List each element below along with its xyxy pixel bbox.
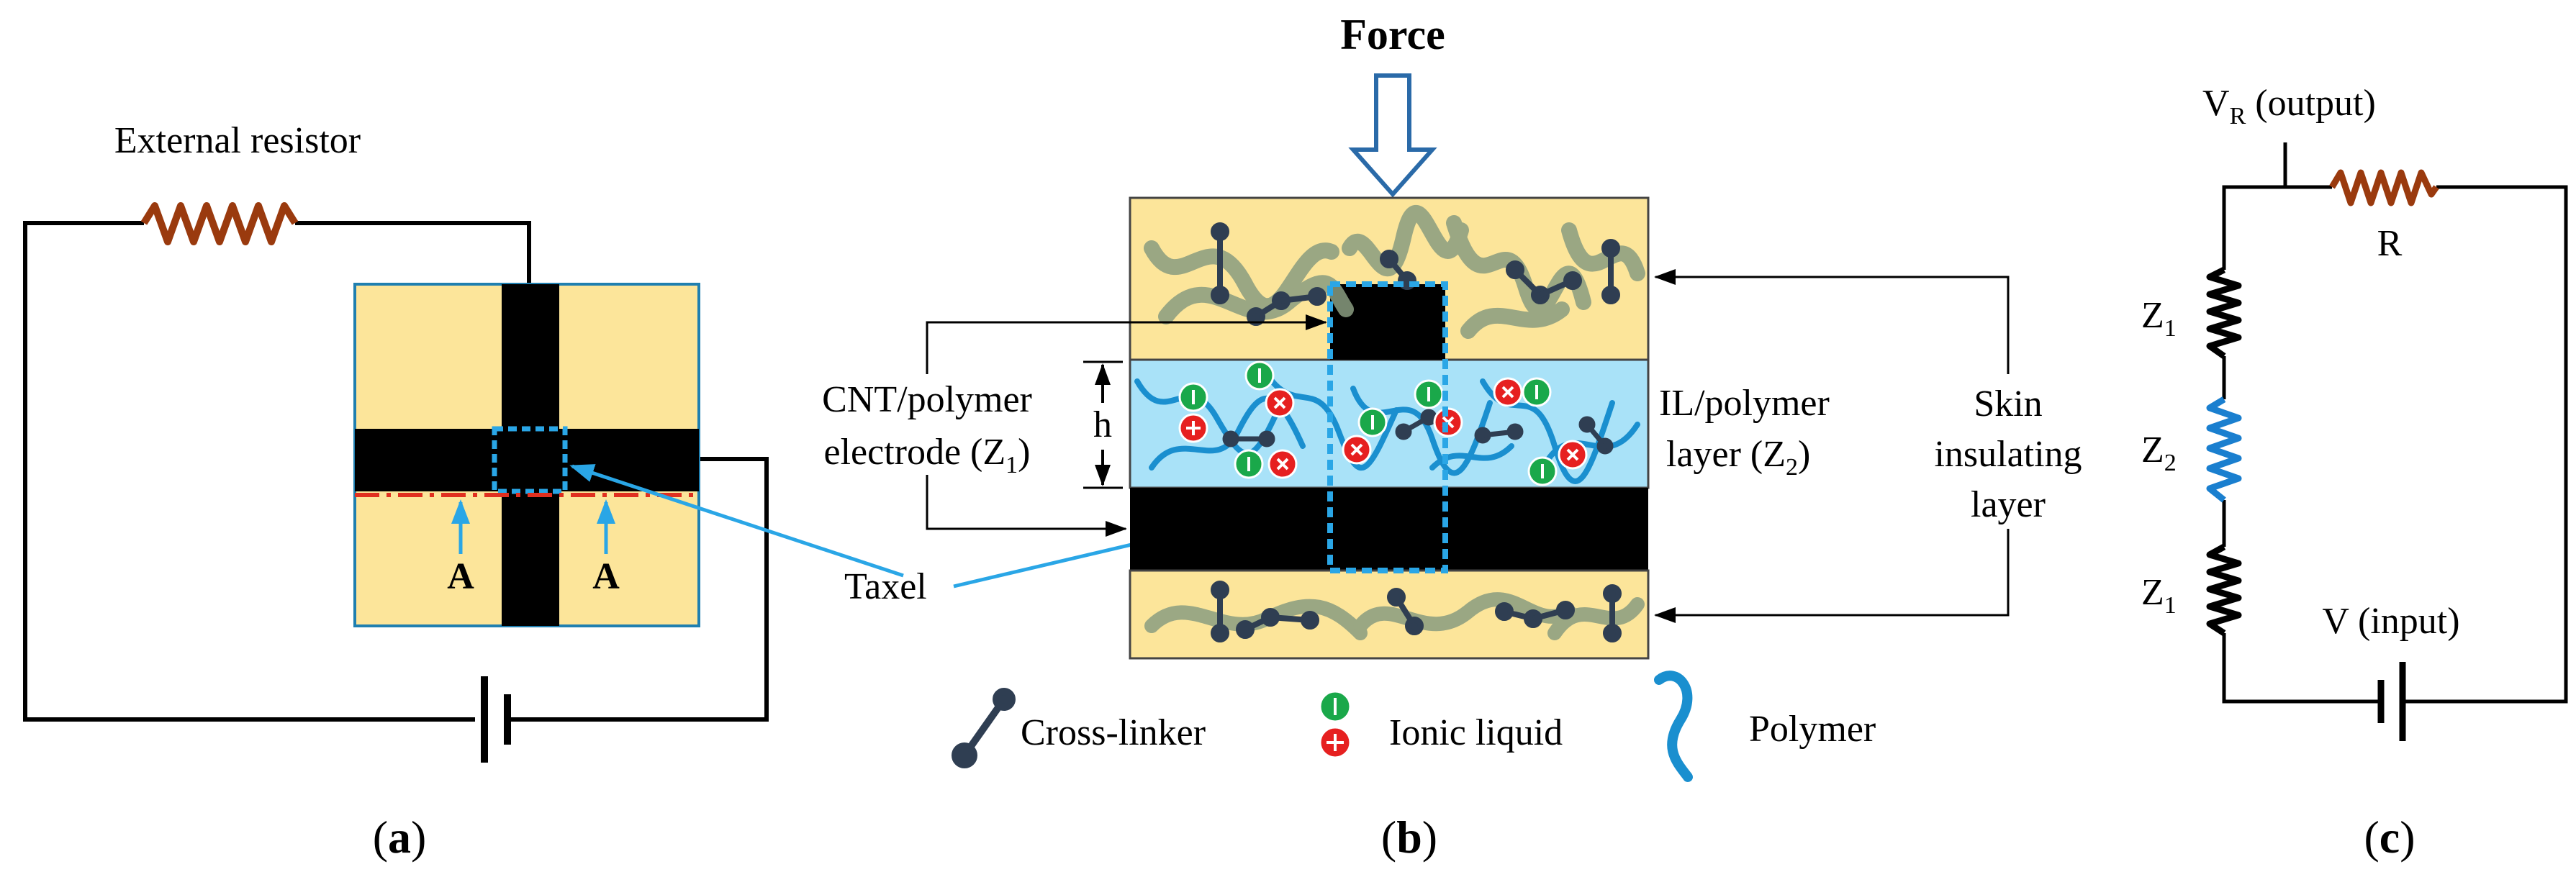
legend-polymer-label: Polymer (1749, 709, 1876, 750)
legend-crosslinker-icon (952, 688, 1016, 768)
external-resistor-label: External resistor (114, 120, 361, 161)
electrode-label-line1: CNT/polymer (822, 379, 1032, 420)
panel-c: VR (output) R Z1 Z2 Z1 V (input) (c) (2141, 83, 2568, 863)
panel-a-caption: (a) (373, 812, 427, 863)
z2-resistor (2206, 396, 2242, 503)
crosslinkers-bottom (1211, 581, 1622, 642)
skin-polymer-chains-top (1144, 205, 1645, 339)
electrode-label-line2: electrode (Z1) (824, 432, 1031, 478)
skin-label-line1: Skin (1974, 383, 2042, 424)
force-arrow (1348, 73, 1437, 198)
z1-bottom-label: Z1 (2141, 572, 2177, 619)
panel-b-caption: (b) (1381, 812, 1437, 863)
electrode-leader-top (926, 314, 1327, 374)
section-marker-left: A (447, 556, 474, 597)
force-label: Force (1340, 11, 1445, 58)
skin-leader-bottom (1654, 529, 2010, 623)
circuit-wire-a (23, 221, 475, 722)
legend-polymer-icon (1654, 671, 1693, 782)
skin-label-line2: insulating (1934, 434, 2082, 475)
z1-top-resistor (2206, 266, 2242, 359)
il-label-line1: IL/polymer (1659, 383, 1830, 424)
legend-crosslinker-label: Cross-linker (1021, 712, 1206, 753)
legend-ionic-icon (1319, 690, 1352, 759)
ions-positive-marks (1186, 386, 1579, 471)
il-crosslinkers (1222, 409, 1614, 455)
skin-leader-top (1654, 269, 2010, 374)
vr-output-label: VR (output) (2202, 83, 2376, 130)
circuit-wire-a-right (510, 457, 769, 722)
z2-label: Z2 (2141, 430, 2177, 476)
panel-b: Force (822, 11, 2082, 863)
bottom-electrode (1130, 488, 1648, 571)
horizontal-electrode (355, 429, 699, 491)
circuit-wire-c-top (2222, 185, 2332, 270)
panel-a: External resistor A A (a) (23, 120, 769, 863)
legend-ionic-label: Ionic liquid (1389, 712, 1563, 753)
v-input-label: V (input) (2322, 601, 2459, 642)
top-electrode-patch (1330, 284, 1445, 360)
taxel-label: Taxel (844, 566, 927, 607)
circuit-wire-c-right (2404, 185, 2568, 704)
crosslinkers-top (1211, 222, 1620, 326)
taxel-outline-a (492, 426, 568, 494)
resistor-r (2329, 169, 2439, 206)
panel-c-caption: (c) (2364, 812, 2415, 863)
il-label-line2: layer (Z2) (1666, 434, 1810, 481)
z1-bottom-resistor (2206, 544, 2242, 636)
r-label: R (2377, 223, 2403, 264)
skin-label-line3: layer (1971, 484, 2046, 525)
circuit-wire-c-left (2222, 633, 2379, 704)
electrode-leader-bottom (926, 475, 1127, 537)
taxel-outline-b (1327, 281, 1448, 573)
circuit-wire-a-top (295, 221, 531, 284)
external-resistor (140, 202, 299, 245)
z1-top-label: Z1 (2141, 295, 2177, 342)
section-marker-right: A (592, 556, 620, 597)
ions-negative-marks (1192, 368, 1544, 478)
gap-label: h (1093, 404, 1112, 445)
taxel-pointer-a (569, 464, 904, 578)
